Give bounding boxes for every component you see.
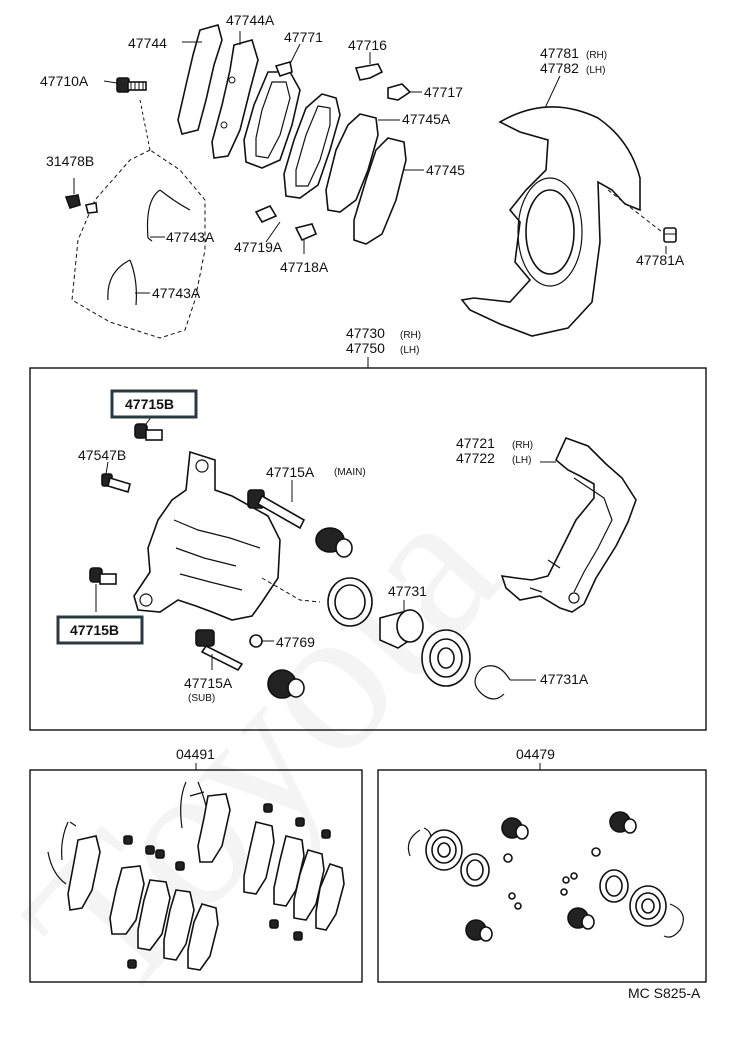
- label-47717: 47717: [424, 84, 463, 100]
- slide-pin-boot-sub: [267, 669, 305, 699]
- label-47718A: 47718A: [280, 259, 329, 275]
- label-main: (MAIN): [334, 467, 366, 478]
- label-47710A: 47710A: [40, 73, 89, 89]
- highlight-box-47715B-lower: [56, 615, 144, 645]
- label-47547B: 47547B: [78, 447, 126, 463]
- anti-squeal-spring-lower: [107, 259, 137, 306]
- bolt-47715B-lower: [89, 567, 117, 585]
- label-rh-47781: (RH): [586, 50, 607, 61]
- clip-47771: [274, 60, 293, 77]
- label-47715B-upper: 47715B: [125, 396, 174, 412]
- label-47745A: 47745A: [402, 111, 451, 127]
- pad-support-plate-47717: [387, 83, 412, 101]
- label-31478B: 31478B: [46, 153, 94, 169]
- caliper-assembly: [89, 415, 637, 700]
- label-47769: 47769: [276, 634, 315, 650]
- brake-pad-inner-left: [243, 71, 301, 169]
- label-47744A: 47744A: [226, 12, 275, 28]
- set-ring-47731A: [474, 665, 511, 700]
- label-rh-47730: (RH): [400, 330, 421, 341]
- pad-support-plate-47716: [354, 63, 384, 81]
- label-47750: 47750: [346, 340, 385, 356]
- label-lh-47750: (LH): [400, 345, 419, 356]
- clip-47718A: [294, 223, 318, 242]
- label-47721: 47721: [456, 435, 495, 451]
- label-47730: 47730: [346, 325, 385, 341]
- seal-kit-box-04479: [377, 769, 707, 983]
- caliper-assembly-box: [29, 367, 707, 731]
- label-47781: 47781: [540, 45, 579, 61]
- label-47782: 47782: [540, 60, 579, 76]
- anti-squeal-shim-47745: [353, 137, 407, 245]
- label-sub: (SUB): [188, 693, 215, 704]
- pad-kit-contents: [47, 781, 345, 971]
- pad-kit-box-04491: [29, 769, 363, 983]
- anti-squeal-shim-47744: [177, 24, 223, 135]
- bleeder-cap-47769: [249, 634, 263, 648]
- caliper-torque-plate: [500, 436, 637, 613]
- label-lh-47722: (LH): [512, 455, 531, 466]
- caliper-support-outline: [71, 149, 206, 339]
- label-47781A: 47781A: [636, 252, 685, 268]
- slide-pin-boot-main: [315, 527, 353, 558]
- label-47745: 47745: [426, 162, 465, 178]
- brake-pad-outer-left: [283, 93, 341, 199]
- piston-47731: [379, 609, 424, 649]
- slide-pin-sub-47715A: [195, 629, 244, 672]
- label-47719A: 47719A: [234, 239, 283, 255]
- anti-squeal-spring-upper: [146, 189, 191, 242]
- plug-31478B: [64, 194, 98, 214]
- label-47731: 47731: [388, 583, 427, 599]
- seal-kit-contents: [407, 811, 684, 942]
- label-47771: 47771: [284, 29, 323, 45]
- bleeder-plug-47547B: [101, 473, 131, 494]
- label-04491: 04491: [176, 746, 215, 762]
- clip-47719A: [254, 204, 278, 224]
- label-47744: 47744: [128, 35, 167, 51]
- bolt-47715B-upper: [134, 423, 163, 441]
- anti-squeal-shim-47745A: [325, 113, 379, 213]
- label-47743A-lower: 47743A: [152, 285, 201, 301]
- label-47715A-sub: 47715A: [184, 675, 233, 691]
- label-rh-47721: (RH): [512, 440, 533, 451]
- label-04479: 04479: [516, 746, 555, 762]
- figure-code: MC S825-A: [628, 985, 701, 1001]
- bolt-47710A: [116, 77, 147, 93]
- label-47716: 47716: [348, 37, 387, 53]
- label-lh-47782: (LH): [586, 65, 605, 76]
- label-47731A: 47731A: [540, 671, 589, 687]
- anti-squeal-shim-47744A: [211, 39, 259, 159]
- label-47715B-lower: 47715B: [70, 622, 119, 638]
- piston-seal: [327, 577, 373, 627]
- bolt-47781A: [663, 227, 677, 243]
- label-47715A-main: 47715A: [266, 464, 315, 480]
- slide-pin-main-47715A: [247, 489, 306, 530]
- top-section: [64, 24, 677, 339]
- caliper-cylinder-body: [133, 450, 281, 621]
- cylinder-boot: [421, 629, 471, 687]
- highlight-box-47715B-upper: [110, 389, 198, 419]
- label-47722: 47722: [456, 450, 495, 466]
- label-47743A-upper: 47743A: [166, 229, 215, 245]
